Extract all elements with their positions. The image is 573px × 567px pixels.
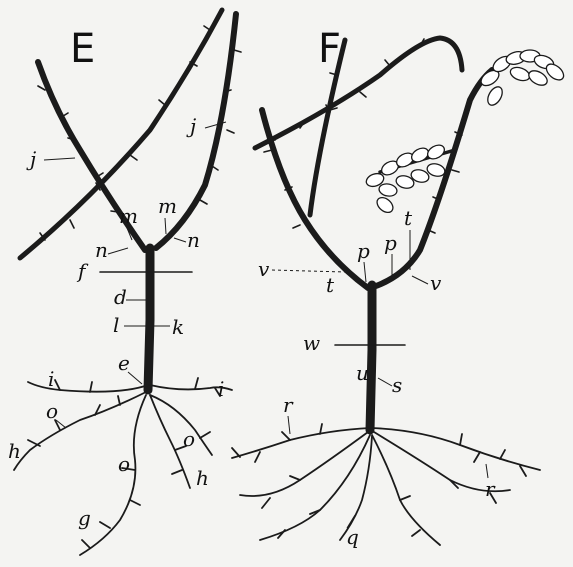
panel-f-main-stem (370, 285, 372, 430)
label-m-right: m (158, 194, 177, 218)
label-n-right: n (187, 228, 200, 252)
label-k: k (172, 315, 184, 339)
label-i-left: i (48, 367, 54, 391)
label-t-lower: t (326, 273, 335, 297)
label-n-left: n (95, 238, 108, 262)
label-v-left: v (258, 257, 270, 281)
panel-e-labels: j j m m n n f d l k e i i o o (8, 114, 226, 530)
label-d: d (114, 285, 127, 309)
label-r-left: r (283, 393, 294, 417)
label-o-right: o (183, 427, 195, 451)
label-j-right: j (186, 114, 196, 138)
panel-f-leaves (364, 50, 566, 216)
label-p-left: p (357, 239, 370, 263)
label-q: q (346, 525, 359, 549)
label-f: f (76, 259, 89, 283)
label-l: l (113, 313, 119, 337)
label-w: w (303, 331, 320, 355)
panel-e: E (8, 10, 241, 555)
panel-f: F (232, 26, 567, 549)
label-t-upper: t (404, 206, 413, 230)
label-h-left: h (8, 439, 21, 463)
label-h-right: h (196, 466, 209, 490)
label-o-lower: o (118, 452, 130, 476)
label-v-right: v (430, 271, 442, 295)
label-g: g (78, 506, 91, 530)
label-r-right: r (485, 477, 496, 501)
label-p-right: p (384, 231, 397, 255)
label-i-right: i (218, 377, 224, 401)
panel-e-main-stem (148, 248, 150, 390)
label-j-left: j (26, 147, 36, 171)
label-o-left: o (46, 399, 58, 423)
label-e: e (118, 351, 130, 375)
label-s: s (392, 373, 402, 397)
panel-e-title: E (70, 26, 95, 72)
label-u: u (356, 361, 369, 385)
panel-f-labels: p p t t v v w u s r r q (258, 206, 496, 549)
label-m-left: m (119, 204, 138, 228)
panel-f-arching-cane (255, 38, 462, 148)
